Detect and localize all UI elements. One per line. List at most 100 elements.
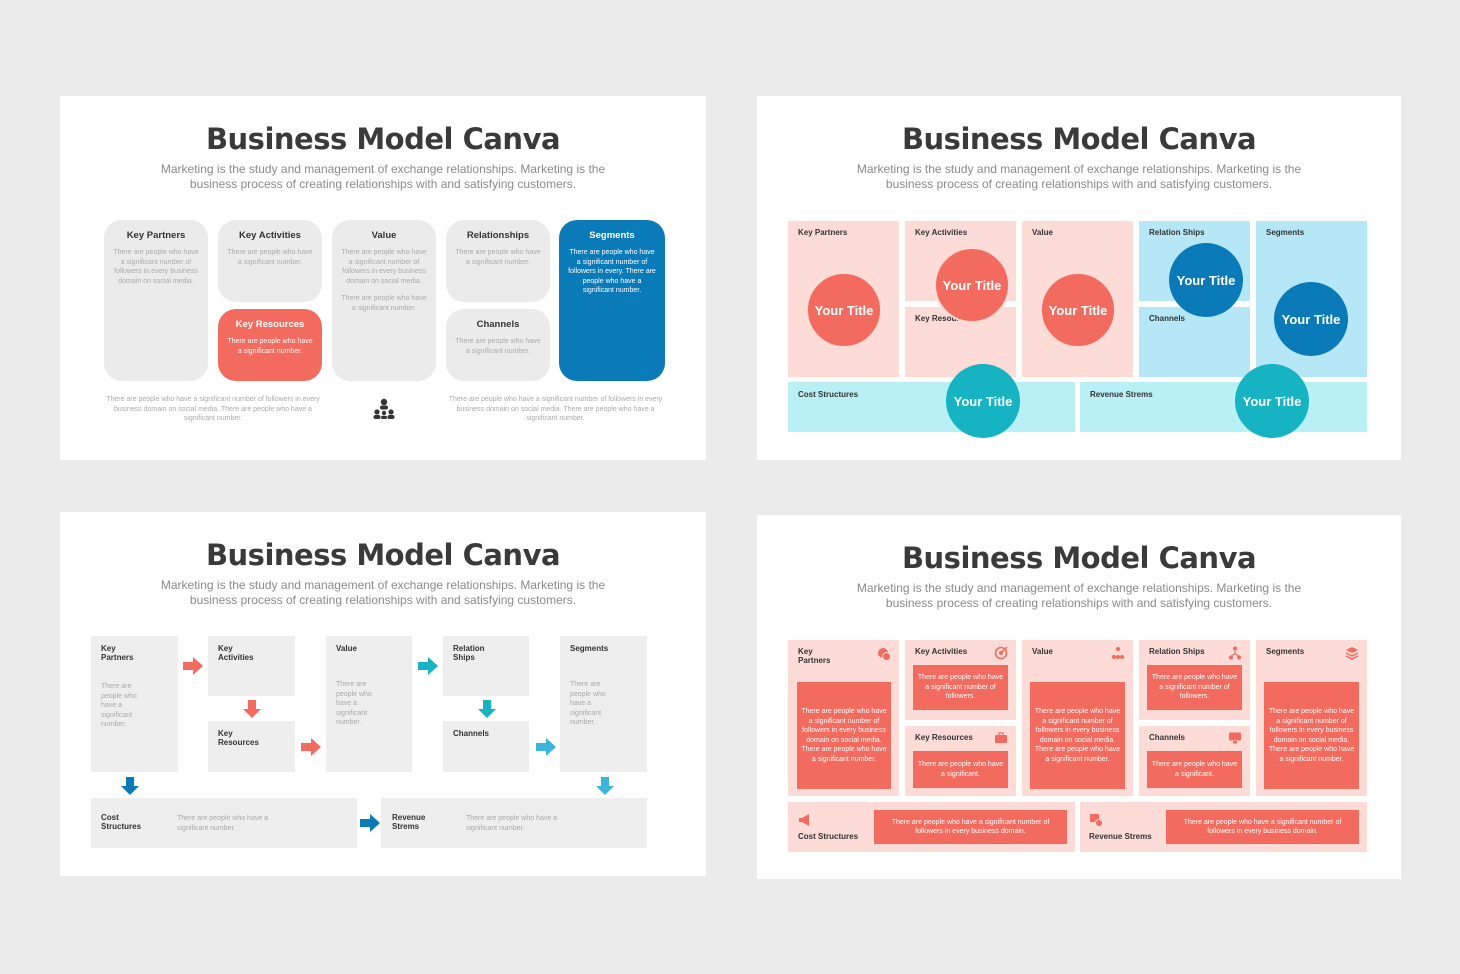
box-text: There are people who have a significant.	[917, 761, 1004, 778]
target-icon	[994, 646, 1008, 660]
title-circle: Your Title	[946, 364, 1020, 438]
slide-subtitle: Marketing is the study and management of…	[856, 162, 1302, 191]
money-bag-icon	[1090, 814, 1103, 827]
slide-subtitle: Marketing is the study and management of…	[160, 578, 606, 607]
segments-card: Segments There are people who have a sig…	[559, 220, 665, 381]
arrow-down-icon	[478, 700, 496, 718]
key-activities-box: Key Activities	[208, 636, 295, 696]
value-text-box: There are people who have a significant …	[1030, 682, 1125, 789]
slide-subtitle: Marketing is the study and management of…	[160, 162, 606, 191]
arrow-down-icon	[121, 777, 139, 795]
layers-icon	[1345, 647, 1359, 660]
box-label: Relation Ships	[453, 644, 485, 662]
box-label: Segments	[570, 644, 609, 653]
cost-structures-text-box: There are people who have a significant …	[874, 810, 1067, 844]
cell-label: Cost Structures	[798, 832, 859, 841]
card-label: Key Resources	[235, 319, 305, 330]
box-text: There are people who have a significant.	[1151, 761, 1238, 778]
card-label: Channels	[476, 319, 520, 330]
arrow-down-icon	[596, 777, 614, 795]
slide-4: Business Model Canva Marketing is the st…	[757, 515, 1401, 879]
box-text: There are people who have a significant …	[336, 681, 372, 726]
card-text-secondary: There are people who have a significant …	[341, 295, 427, 312]
box-text: There are people who have a significant …	[801, 708, 887, 763]
title-circle: Your Title	[1169, 243, 1243, 317]
cost-structures-cell: Cost Structures	[788, 382, 1075, 432]
cell-label: Revenue Strems	[1089, 832, 1152, 841]
title-circle: Your Title	[1040, 272, 1116, 348]
box-label: Revenue Strems	[392, 813, 426, 831]
key-partners-card: Key Partners There are people who have a…	[104, 220, 208, 381]
key-resources-text-box: There are people who have a significant.	[913, 751, 1008, 788]
box-label: Key Partners	[101, 644, 134, 662]
coins-icon	[878, 648, 891, 661]
footer-left-text: There are people who have a significant …	[106, 396, 320, 422]
box-label: Channels	[453, 729, 490, 738]
box-label: Key Activities	[218, 644, 254, 662]
key-partners-box: Key Partners There are people who have a…	[91, 636, 178, 772]
arrow-down-icon	[243, 700, 261, 718]
card-text: There are people who have a significant …	[341, 249, 427, 285]
value-card: Value There are people who have a signif…	[332, 220, 436, 381]
slide-3: Business Model Canva Marketing is the st…	[60, 512, 706, 876]
relationships-card: Relationships There are people who have …	[446, 220, 550, 302]
card-text: There are people who have a significant …	[455, 249, 541, 266]
card-text: There are people who have a significant …	[568, 249, 656, 294]
slide-title: Business Model Canva	[901, 541, 1257, 575]
box-text: There are people who have a significant …	[177, 815, 269, 832]
slide-title: Business Model Canva	[205, 538, 561, 572]
arrow-right-icon	[360, 814, 380, 832]
key-resources-box: Key Resources	[208, 721, 295, 772]
channels-box: Channels	[443, 721, 529, 772]
card-text: There are people who have a significant …	[455, 338, 541, 355]
slide-title: Business Model Canva	[901, 122, 1257, 156]
arrow-right-icon	[301, 738, 321, 756]
card-label: Key Partners	[126, 230, 186, 241]
box-text: There are people who have a significant …	[466, 815, 558, 832]
footer-right-text: There are people who have a significant …	[448, 396, 663, 422]
revenue-strems-text-box: There are people who have a significant …	[1166, 810, 1359, 844]
key-resources-card: Key Resources There are people who have …	[218, 309, 322, 381]
cell-label: Key Activities	[915, 647, 968, 656]
card-label: Segments	[589, 230, 635, 241]
revenue-strems-cell: Revenue Strems	[1080, 382, 1367, 432]
relation-ships-text-box: There are people who have a significant …	[1147, 665, 1242, 710]
megaphone-icon	[799, 814, 809, 826]
key-activities-card: Key Activities There are people who have…	[218, 220, 322, 302]
arrow-right-icon	[536, 738, 556, 756]
briefcase-icon	[995, 732, 1007, 743]
segments-text-box: There are people who have a significant …	[1264, 682, 1359, 789]
box-text: There are people who have a significant …	[1151, 674, 1238, 701]
cost-structures-box: Cost Structures There are people who hav…	[91, 798, 357, 848]
org-chart-icon	[1112, 647, 1124, 659]
box-text: There are people who have a significant …	[101, 683, 137, 728]
box-text: There are people who have a significant …	[1183, 818, 1342, 836]
slide-title: Business Model Canva	[205, 122, 561, 156]
card-label: Relationships	[466, 230, 530, 241]
channels-cell: Channels	[1139, 307, 1250, 377]
box-label: Key Resources	[218, 729, 259, 747]
box-label: Cost Structures	[101, 813, 142, 831]
revenue-strems-box: Revenue Strems There are people who have…	[381, 798, 647, 848]
box-text: There are people who have a significant …	[1268, 708, 1355, 763]
cell-label: Segments	[1266, 647, 1305, 656]
segments-box: Segments There are people who have a sig…	[560, 636, 647, 772]
box-label: Value	[336, 644, 357, 653]
title-circle: Your Title	[934, 247, 1010, 323]
key-activities-text-box: There are people who have a significant …	[913, 665, 1008, 710]
card-label: Value	[371, 230, 397, 241]
card-text: There are people who have a significant …	[113, 249, 199, 285]
cell-label: Channels	[1149, 733, 1186, 742]
cell-label: Key Partners	[798, 647, 831, 665]
key-partners-text-box: There are people who have a significant …	[797, 682, 891, 789]
card-text: There are people who have a significant …	[227, 249, 313, 266]
box-text: There are people who have a significant …	[1034, 708, 1121, 763]
title-circle: Your Title	[1274, 282, 1348, 356]
box-text: There are people who have a significant …	[891, 818, 1050, 836]
card-label: Key Activities	[239, 230, 301, 241]
cell-label: Relation Ships	[1149, 647, 1205, 656]
channels-text-box: There are people who have a significant.	[1147, 751, 1242, 788]
channels-card: Channels There are people who have a sig…	[446, 309, 550, 381]
box-text: There are people who have a significant …	[917, 674, 1004, 701]
cell-label: Key Resources	[915, 733, 973, 742]
